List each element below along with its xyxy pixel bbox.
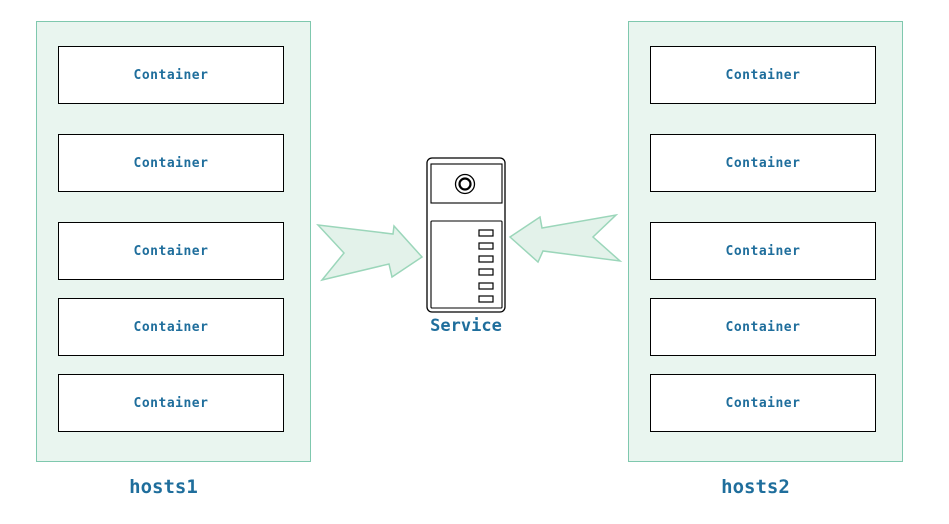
container-box: Container [58,298,284,356]
hosts1-group: Container Container Container Container … [36,21,311,462]
container-box: Container [650,134,876,192]
container-box: Container [650,298,876,356]
container-label: Container [133,67,209,83]
drive-slot [478,229,494,237]
container-box: Container [58,134,284,192]
container-box: Container [58,374,284,432]
drive-slot [478,268,494,276]
container-label: Container [725,243,801,259]
container-box: Container [650,46,876,104]
container-label: Container [725,155,801,171]
right-arrow-icon [316,224,424,282]
container-label: Container [725,395,801,411]
left-arrow-icon [508,213,623,264]
container-label: Container [133,319,209,335]
server-top-panel [430,163,503,204]
drive-slot [478,295,494,303]
container-label: Container [133,395,209,411]
hosts1-label: hosts1 [129,476,198,498]
power-button-icon [454,173,476,195]
drive-slot [478,255,494,263]
drive-slot [478,282,494,290]
power-button-inner-icon [458,177,472,191]
container-label: Container [133,243,209,259]
server-tower-icon [426,157,506,313]
container-box: Container [650,374,876,432]
hosts2-group: Container Container Container Container … [628,21,903,462]
container-box: Container [58,222,284,280]
container-label: Container [725,319,801,335]
container-label: Container [725,67,801,83]
container-box: Container [58,46,284,104]
service-label: Service [430,316,502,336]
hosts2-label: hosts2 [721,476,790,498]
container-box: Container [650,222,876,280]
drive-slot [478,242,494,250]
container-label: Container [133,155,209,171]
